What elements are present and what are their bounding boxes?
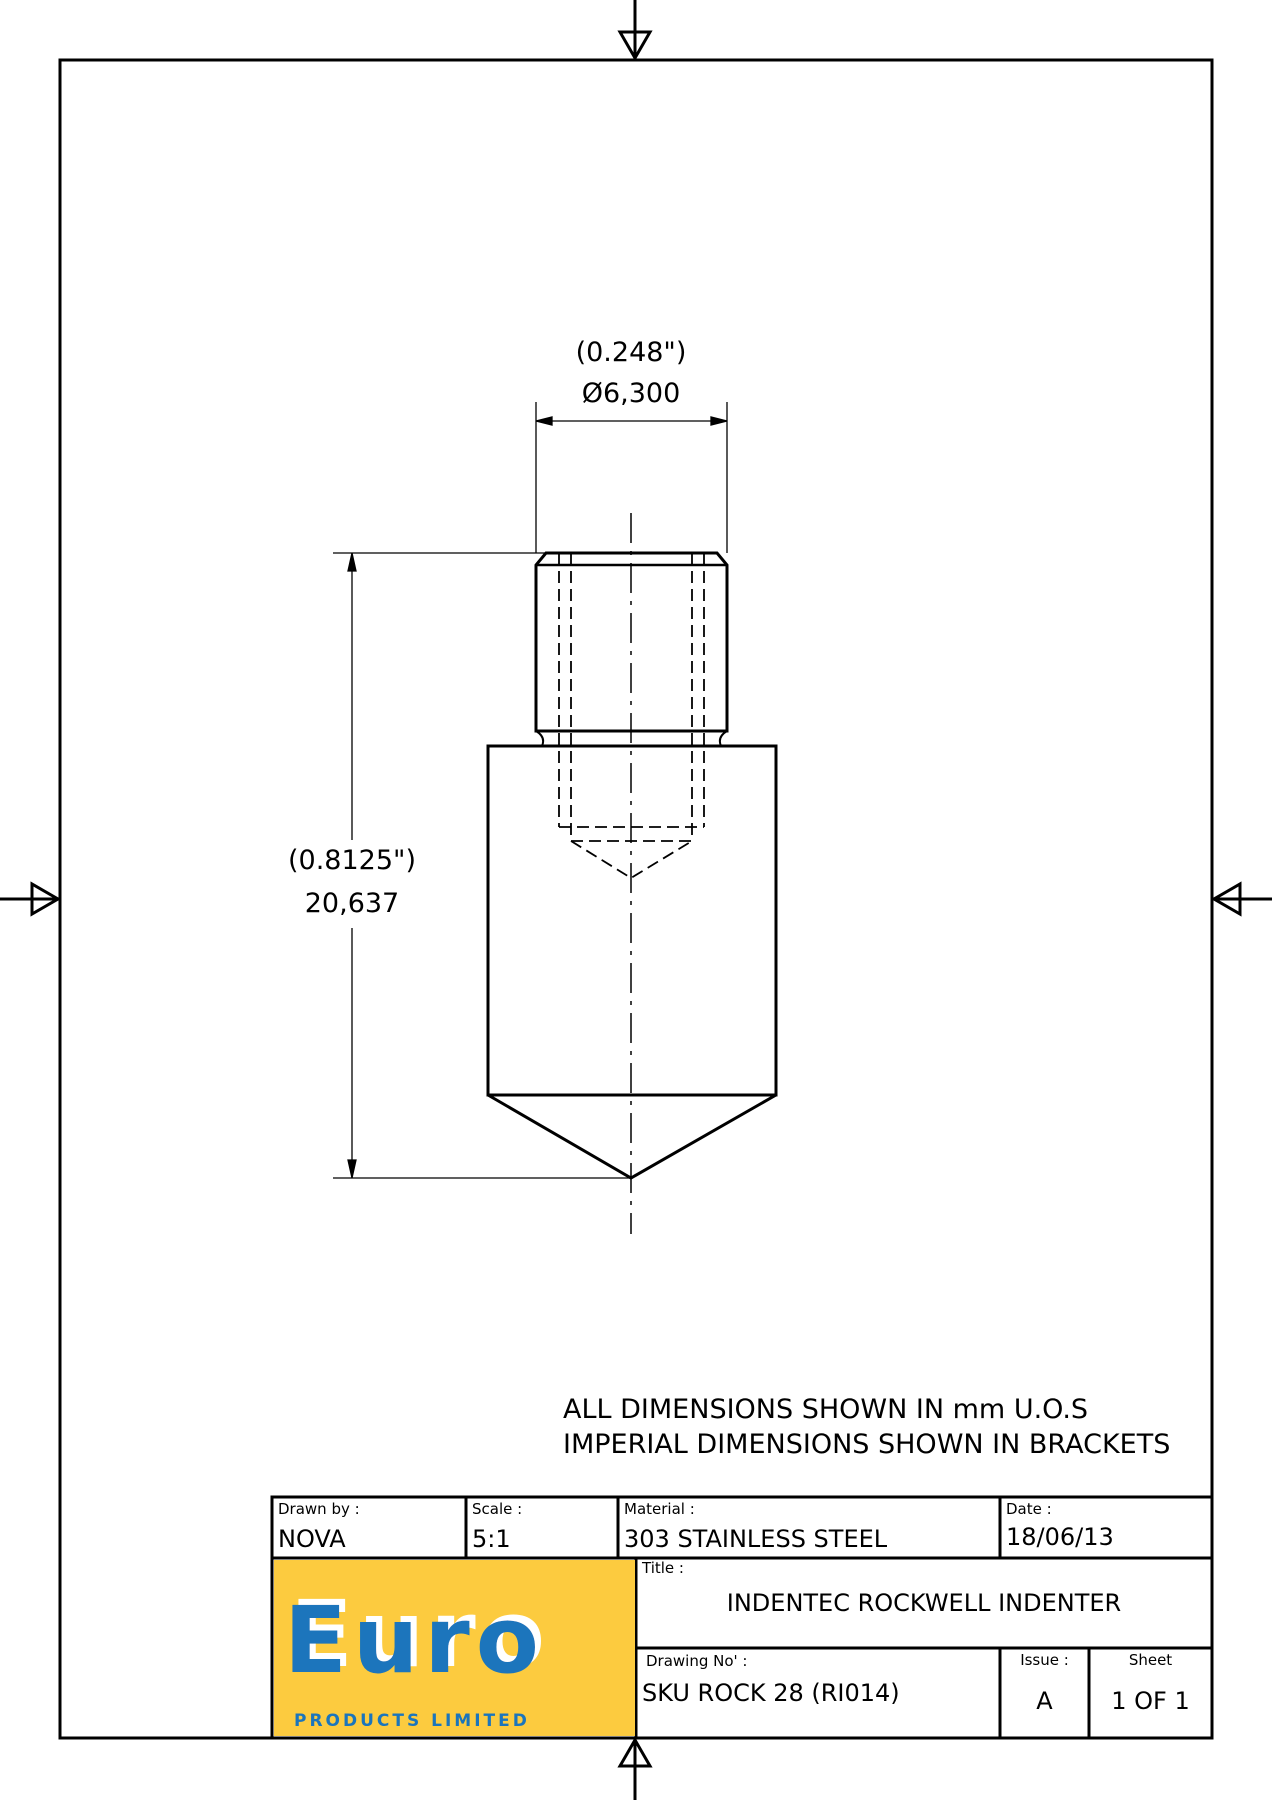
svg-text:PRODUCTS LIMITED: PRODUCTS LIMITED — [294, 1711, 530, 1731]
diameter-dimension — [535, 402, 728, 553]
issue-value: A — [1036, 1687, 1053, 1715]
cone-tip — [487, 1093, 777, 1180]
drawn-by-label: Drawn by : — [278, 1500, 360, 1518]
issue-label: Issue : — [1020, 1651, 1069, 1669]
scale-label: Scale : — [472, 1500, 523, 1518]
material-label: Material : — [624, 1500, 695, 1518]
title-label: Title : — [642, 1559, 684, 1577]
drawing-no-value: SKU ROCK 28 (RI014) — [642, 1679, 900, 1707]
svg-text:Euro: Euro — [284, 1587, 545, 1694]
drawn-by-value: NOVA — [278, 1525, 346, 1553]
drawing-no-label: Drawing No' : — [646, 1652, 748, 1670]
drawing-title: INDENTEC ROCKWELL INDENTER — [726, 1589, 1122, 1617]
note-imperial: IMPERIAL DIMENSIONS SHOWN IN BRACKETS — [563, 1429, 1171, 1460]
sheet-value: 1 OF 1 — [1111, 1687, 1190, 1715]
scale-value: 5:1 — [472, 1525, 511, 1553]
euro-products-logo: Euro PRODUCTS LIMITED — [274, 1560, 635, 1736]
hidden-lines — [558, 553, 705, 880]
length-imperial: (0.8125") — [288, 845, 416, 876]
diameter-imperial: (0.248") — [575, 337, 687, 368]
sheet-border — [58, 58, 1214, 1740]
diameter-metric: Ø6,300 — [581, 378, 681, 409]
part-view — [333, 402, 778, 1234]
length-metric: 20,637 — [304, 888, 400, 919]
date-label: Date : — [1006, 1500, 1052, 1518]
length-dimension — [333, 552, 631, 1179]
sheet-label: Sheet — [1128, 1651, 1173, 1669]
body — [486, 744, 778, 1097]
material-value: 303 STAINLESS STEEL — [624, 1525, 888, 1553]
date-value: 18/06/13 — [1006, 1523, 1114, 1551]
title-block-grid — [270, 1495, 1214, 1740]
note-units: ALL DIMENSIONS SHOWN IN mm U.O.S — [563, 1394, 1089, 1425]
